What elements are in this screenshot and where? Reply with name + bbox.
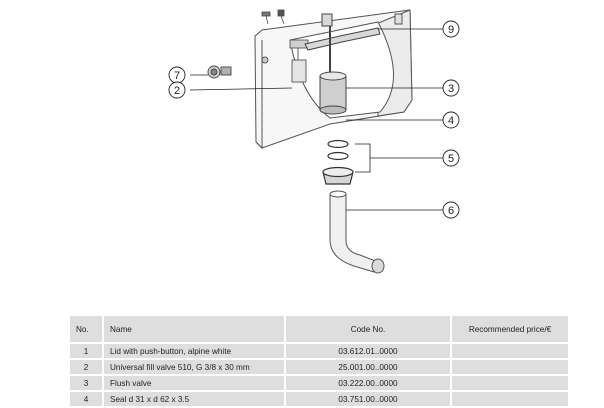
header-code: Code No. <box>286 316 452 342</box>
row-price <box>452 376 568 390</box>
table-row: 2 Universal fill valve 510, G 3/8 x 30 m… <box>70 360 568 374</box>
side-valve-part <box>208 66 231 78</box>
svg-text:2: 2 <box>174 85 180 97</box>
svg-text:9: 9 <box>448 24 454 36</box>
row-no: 4 <box>70 392 104 406</box>
callout-5: 5 <box>443 150 459 166</box>
row-code: 03.222.00..0000 <box>286 376 452 390</box>
row-code: 03.612.01..0000 <box>286 344 452 358</box>
flush-valve <box>320 72 346 114</box>
callout-2: 2 <box>169 82 185 98</box>
svg-text:3: 3 <box>448 83 454 95</box>
callout-7: 7 <box>169 67 185 83</box>
row-name: Seal d 31 x d 62 x 3.5 <box>104 392 286 406</box>
callout-4: 4 <box>443 112 459 128</box>
table-row: 3 Flush valve 03.222.00..0000 <box>70 376 568 390</box>
svg-text:6: 6 <box>448 205 454 217</box>
header-price: Recommended price/€ <box>452 316 568 342</box>
flush-pipe <box>330 191 384 273</box>
row-price <box>452 392 568 406</box>
table-row: 1 Lid with push-button, alpine white 03.… <box>70 344 568 358</box>
table-header-row: No. Name Code No. Recommended price/€ <box>70 316 568 342</box>
screws <box>262 10 284 24</box>
row-no: 1 <box>70 344 104 358</box>
row-code: 03.751.00..0000 <box>286 392 452 406</box>
fill-valve <box>290 40 308 82</box>
callout-3: 3 <box>443 80 459 96</box>
row-name: Flush valve <box>104 376 286 390</box>
table-row: 4 Seal d 31 x d 62 x 3.5 03.751.00..0000 <box>70 392 568 406</box>
svg-text:5: 5 <box>448 153 454 165</box>
parts-table: No. Name Code No. Recommended price/€ 1 … <box>70 314 568 408</box>
cistern-exploded-diagram: 9 7 2 3 4 5 6 <box>0 0 604 310</box>
callout-6: 6 <box>443 202 459 218</box>
row-no: 2 <box>70 360 104 374</box>
callout-9: 9 <box>443 21 459 37</box>
row-name: Lid with push-button, alpine white <box>104 344 286 358</box>
header-name: Name <box>104 316 286 342</box>
row-code: 25.001.00..0000 <box>286 360 452 374</box>
row-price <box>452 360 568 374</box>
row-price <box>452 344 568 358</box>
row-no: 3 <box>70 376 104 390</box>
svg-text:4: 4 <box>448 115 454 127</box>
svg-text:7: 7 <box>174 70 180 82</box>
header-no: No. <box>70 316 104 342</box>
row-name: Universal fill valve 510, G 3/8 x 30 mm <box>104 360 286 374</box>
seal-rings <box>323 141 353 185</box>
